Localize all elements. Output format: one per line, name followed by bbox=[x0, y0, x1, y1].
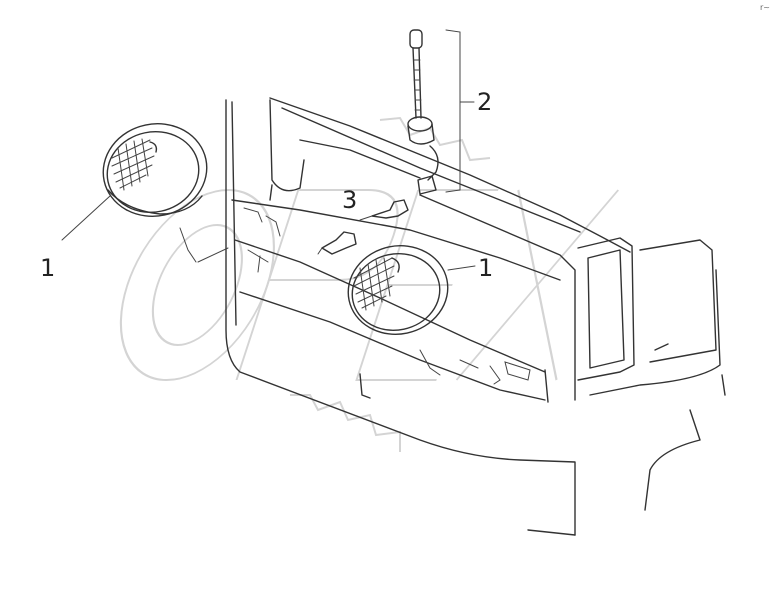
antenna bbox=[407, 29, 439, 195]
callout-2: 2 bbox=[477, 88, 492, 116]
connector-lower bbox=[317, 231, 357, 255]
connector bbox=[359, 199, 409, 221]
lamp-left bbox=[102, 123, 208, 217]
cab-body bbox=[179, 97, 726, 536]
callout-1-right: 1 bbox=[478, 254, 493, 282]
callout-1-left: 1 bbox=[40, 254, 55, 282]
corner-mark: r~ bbox=[760, 3, 770, 12]
callout-3: 3 bbox=[342, 186, 357, 214]
opex-watermark bbox=[119, 116, 619, 452]
lamp-right bbox=[347, 245, 449, 335]
leader-lines bbox=[61, 29, 476, 271]
